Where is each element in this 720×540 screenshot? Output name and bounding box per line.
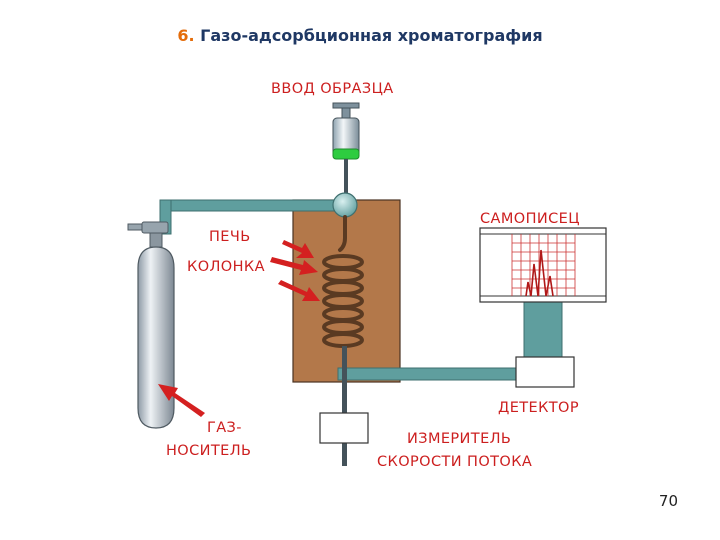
label-detector: ДЕТЕКТОР <box>498 400 579 416</box>
recorder-trace <box>525 249 554 297</box>
page-number: 70 <box>658 492 678 510</box>
title-text: Газо-адсорбционная хроматография <box>200 26 543 45</box>
flow-meter-box <box>319 412 369 444</box>
label-column: КОЛОНКА <box>187 259 265 275</box>
label-oven: ПЕЧЬ <box>209 229 251 245</box>
slide-title: 6. Газо-адсорбционная хроматография <box>0 26 720 45</box>
gas-pipes <box>159 199 563 381</box>
column-arrow-lower <box>278 280 320 301</box>
injector-valve <box>332 192 358 218</box>
label-carrier-gas-line2: НОСИТЕЛЬ <box>166 443 251 459</box>
column-coil <box>322 215 364 348</box>
label-recorder: САМОПИСЕЦ <box>480 211 580 227</box>
label-flow-meter-line2: СКОРОСТИ ПОТОКА <box>377 454 532 470</box>
oven-arrow <box>282 240 314 258</box>
carrier-gas-arrow <box>158 384 205 417</box>
sample-syringe <box>332 102 360 195</box>
column-outlet-line <box>342 346 347 466</box>
title-number: 6. <box>177 26 195 45</box>
label-sample-input: ВВОД ОБРАЗЦА <box>271 81 394 97</box>
gas-cylinder <box>127 221 175 429</box>
recorder-unit <box>479 227 607 303</box>
label-arrows <box>158 240 320 417</box>
label-carrier-gas-line1: ГАЗ- <box>207 420 242 436</box>
label-flow-meter-line1: ИЗМЕРИТЕЛЬ <box>407 431 511 447</box>
column-arrow-upper <box>270 257 318 275</box>
detector-box <box>515 356 575 388</box>
